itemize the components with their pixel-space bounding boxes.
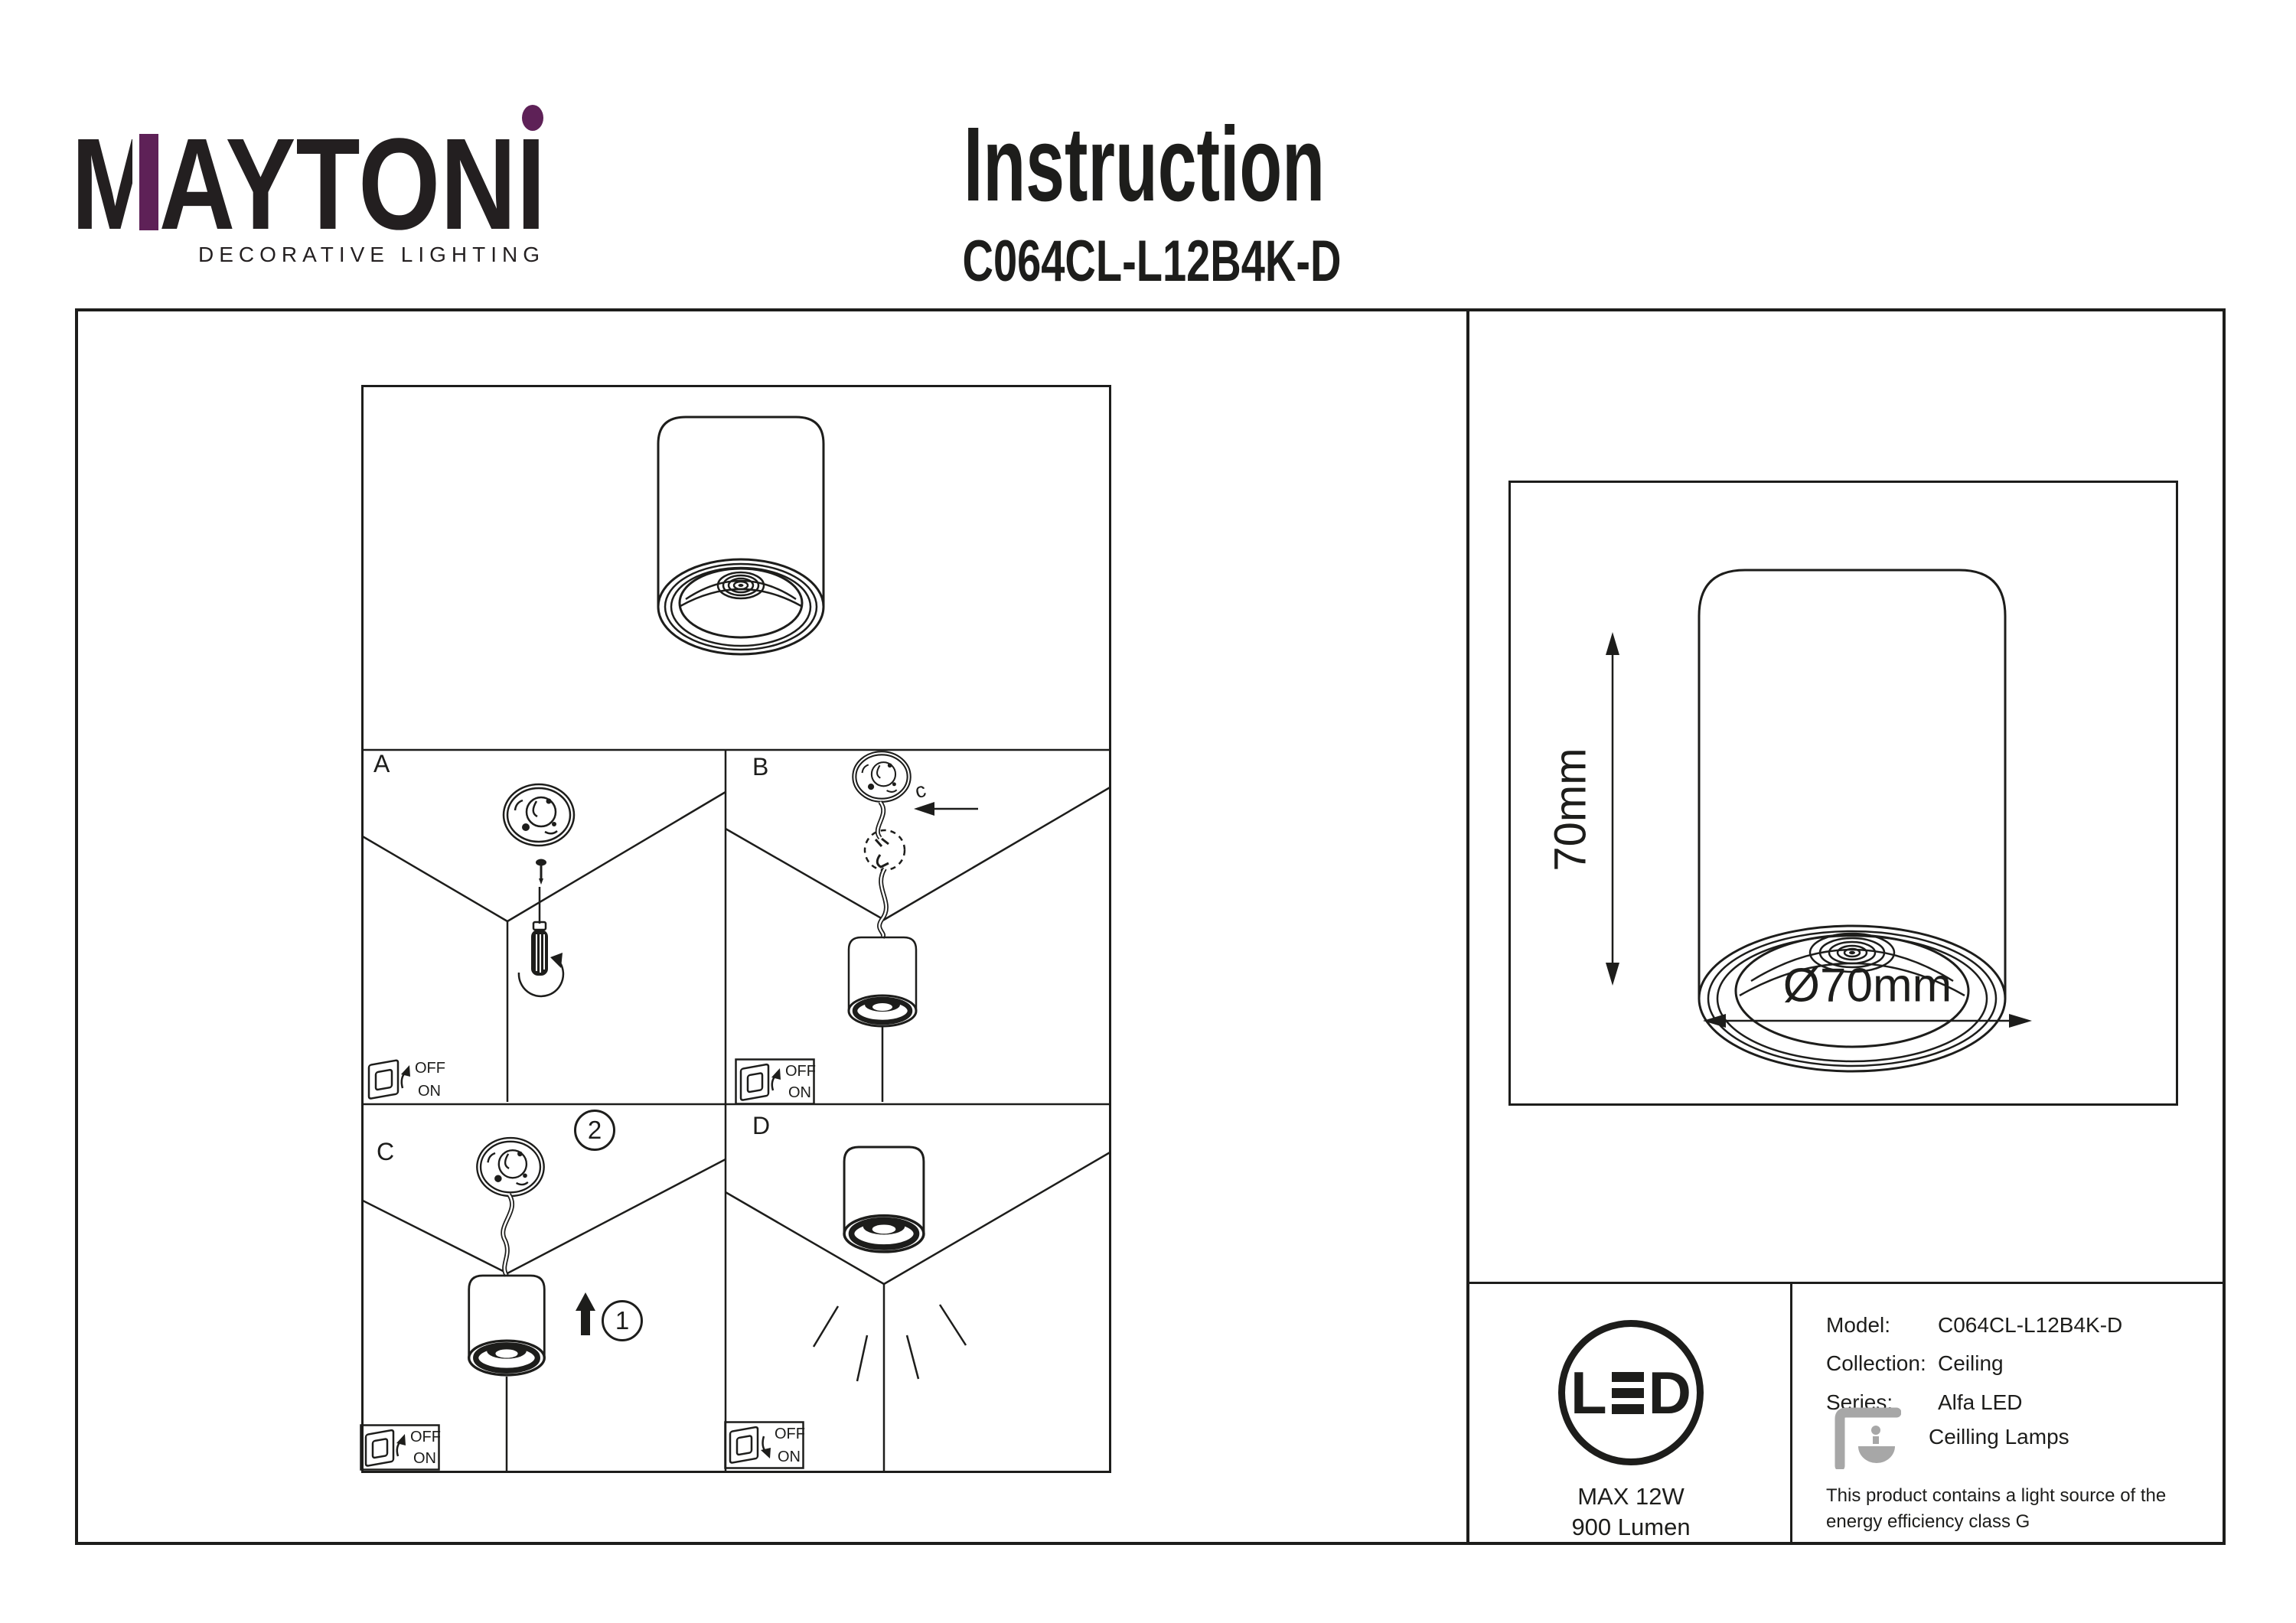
installation-frame: [75, 308, 1469, 1545]
logo-m-gap: [132, 134, 139, 230]
panel-a-drawing: [361, 783, 726, 1102]
wire-hook-2: [876, 854, 889, 869]
max-power-label: MAX 12W: [1577, 1483, 1684, 1510]
diameter-dimension-arrow: [1703, 1014, 2032, 1028]
led-letter-d: D: [1648, 1359, 1691, 1426]
spec-collection-label: Collection:: [1826, 1351, 1926, 1375]
panel-d-label: D: [752, 1112, 771, 1139]
switch-on-label: ON: [788, 1084, 811, 1101]
specs-divider-horizontal: [1466, 1282, 2226, 1284]
maytoni-logo: MAYTONI DECORATIVE LIGHTING: [71, 105, 546, 266]
switch-off-label: OFF: [415, 1060, 445, 1077]
panel-d-drawing: [725, 1147, 1111, 1471]
dimensions-drawing: [1606, 569, 2032, 1073]
switch-off-label: OFF: [410, 1429, 441, 1445]
panel-c-drawing: [361, 1136, 726, 1471]
logo-i-dot: [522, 105, 543, 131]
light-rays: [812, 1304, 967, 1382]
step-1-marker: 1: [602, 1300, 643, 1341]
switch-icon: OFF ON: [367, 1059, 445, 1100]
panel-c-label: C: [377, 1138, 395, 1165]
specs-divider-vertical: [1790, 1282, 1792, 1545]
energy-class-note: This product contains a light source of …: [1826, 1485, 2167, 1533]
led-letter-l: L: [1570, 1359, 1607, 1426]
dimensions-frame: [1508, 481, 2178, 1106]
spec-series-value: Alfa LED: [1938, 1390, 2023, 1414]
switch-icon: OFF ON: [360, 1424, 441, 1471]
step-2-marker: 2: [574, 1110, 615, 1151]
switch-on-label: ON: [413, 1450, 436, 1467]
logo-m-purple-leg: [139, 134, 158, 230]
ceiling-lamp-icon: [1835, 1407, 1901, 1469]
spec-collection-value: Ceiling: [1938, 1351, 2004, 1375]
panel-a-label: A: [373, 750, 390, 777]
spec-series-value-2: Ceilling Lamps: [1929, 1425, 2069, 1449]
page-title: Instruction: [964, 106, 1325, 223]
diagram-border: [361, 385, 1111, 1473]
dimension-cylinder: [1698, 569, 2007, 1073]
spec-model-label: Model:: [1826, 1313, 1891, 1337]
switch-off-label: OFF: [785, 1063, 816, 1080]
screw-icon: [536, 859, 546, 885]
switch-off-label: OFF: [775, 1426, 805, 1442]
height-dimension-arrow: [1606, 632, 1619, 986]
led-letter-e: [1611, 1371, 1644, 1414]
title-block: Instruction C064CL-L12B4K-D: [963, 106, 1342, 294]
spec-model-value: C064CL-L12B4K-D: [1938, 1313, 2123, 1337]
installation-diagram: [361, 385, 1111, 1473]
product-drawing: [657, 416, 825, 656]
switch-icon: OFF ON: [724, 1421, 805, 1469]
screwdriver-icon: [517, 887, 565, 998]
diameter-dimension-label: Ø70mm: [1782, 959, 1952, 1012]
switch-icon: OFF ON: [735, 1058, 816, 1105]
lumen-label: 900 Lumen: [1571, 1514, 1691, 1540]
height-dimension-label: 70mm: [1545, 748, 1596, 872]
led-badge: L D: [1558, 1320, 1704, 1465]
brand-tagline: DECORATIVE LIGHTING: [198, 243, 545, 266]
push-arrow-icon: [914, 802, 934, 816]
panel-b-drawing: [725, 751, 1111, 1102]
switch-on-label: ON: [418, 1083, 441, 1100]
up-arrow-icon: [576, 1292, 595, 1335]
page-model: C064CL-L12B4K-D: [963, 229, 1342, 294]
switch-on-label: ON: [778, 1449, 801, 1465]
wire-hook-1: [874, 837, 889, 847]
panel-b-label: B: [752, 753, 769, 781]
